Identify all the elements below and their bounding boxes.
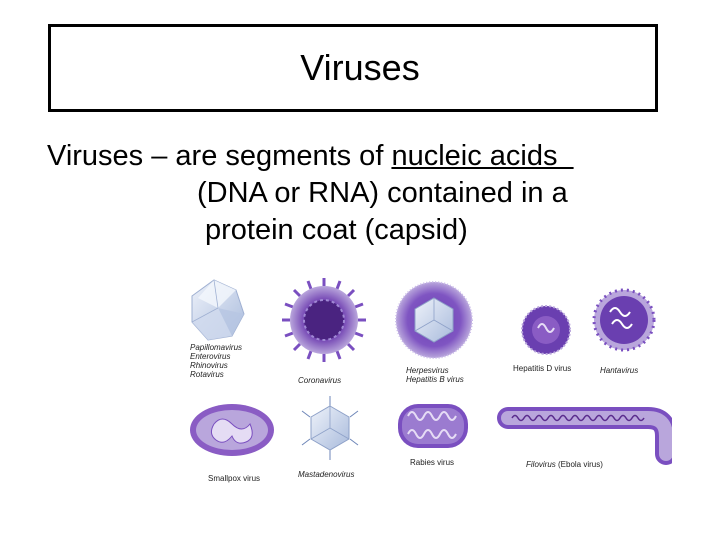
caption-coronavirus: Coronavirus [298, 376, 342, 385]
caption-hepatitis-d: Hepatitis D virus [513, 364, 572, 373]
rabies-shape [398, 404, 468, 448]
definition-connector: – are segments of [143, 140, 392, 172]
definition-text: Viruses – are segments of nucleic acids … [47, 138, 687, 249]
virus-drawings [190, 278, 677, 465]
definition-line-3: protein coat (capsid) [205, 214, 468, 246]
caption-mastadenovirus: Mastadenovirus [298, 470, 355, 479]
title-box: Viruses [48, 24, 658, 112]
caption-herpes-group: Herpesvirus Hepatitis B virus [406, 366, 464, 384]
papillomavirus-shape [191, 279, 245, 341]
caption-papilloma-group: Papillomavirus Enterovirus Rhinovirus Ro… [190, 343, 243, 379]
definition-term: Viruses [47, 140, 144, 172]
slide-title: Viruses [300, 47, 420, 88]
caption-rabies: Rabies virus [410, 458, 455, 467]
herpesvirus-shape [395, 281, 473, 359]
virus-illustration: Papillomavirus Enterovirus Rhinovirus Ro… [188, 278, 677, 490]
filovirus-shape [497, 407, 677, 465]
caption-smallpox: Smallpox virus [208, 474, 261, 483]
mastadenovirus-shape [301, 396, 359, 460]
coronavirus-shape [282, 278, 366, 362]
definition-line-2: (DNA or RNA) contained in a [197, 177, 568, 209]
caption-hantavirus: Hantavirus [600, 366, 639, 375]
hantavirus-shape [592, 288, 656, 352]
smallpox-shape [190, 404, 274, 456]
hepatitis-d-shape [521, 305, 571, 355]
definition-line-1: Viruses – are segments of nucleic acids [47, 138, 687, 175]
caption-filovirus: Filovirus (Ebola virus) [526, 460, 603, 469]
underlined-term: nucleic acids [391, 140, 574, 172]
